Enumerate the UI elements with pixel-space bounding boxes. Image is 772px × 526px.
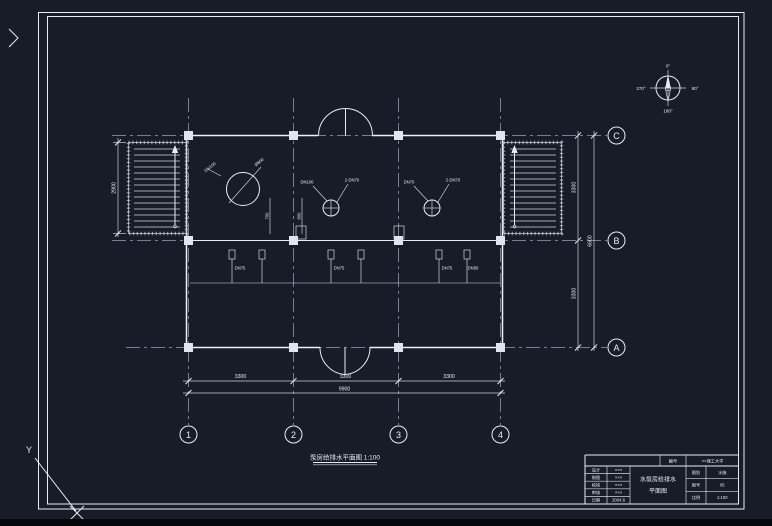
- titleblock-value: 05: [720, 483, 725, 488]
- annotation-text: DN150: [203, 161, 217, 173]
- axis-label: 2: [291, 430, 296, 440]
- stair-treads: [510, 148, 556, 228]
- axis-bubble-A: [607, 338, 626, 357]
- north-compass: 0° 90° 270° 180°: [636, 64, 698, 114]
- axis-bubble-3: [389, 425, 408, 444]
- annotation-text: DN75: [442, 266, 453, 271]
- dim-text: 3300: [443, 374, 455, 380]
- dim-text: 3300: [340, 374, 352, 380]
- titleblock-value: ×××: [615, 490, 623, 495]
- ucs-icon: Y: [26, 445, 85, 521]
- titleblock-label: 日期: [592, 498, 600, 504]
- dim-text: 9900: [339, 387, 351, 393]
- pipe-chase: [295, 225, 307, 240]
- titleblock-value: ×××: [615, 467, 623, 472]
- annotation-text: DN75: [235, 266, 246, 271]
- structural-columns: [184, 131, 505, 352]
- annotation-text: DN70: [404, 180, 415, 185]
- axis-label: 3: [396, 430, 401, 440]
- door-bottom: [319, 347, 371, 375]
- dim-text: 3300: [235, 374, 247, 380]
- drawing-title-text: 泵房给排水平面图 1:100: [310, 453, 380, 462]
- dimension-bottom: 3300 3300 3300 9900: [183, 374, 505, 397]
- taskbar[interactable]: [0, 519, 772, 526]
- axis-bubble-B: [607, 231, 626, 250]
- annotation-text: 700: [265, 212, 270, 220]
- compass-label: 180°: [663, 109, 673, 114]
- titleblock-cell: 编号: [669, 457, 677, 464]
- titleblock-cell: ××理工大学: [702, 457, 724, 464]
- axis-bubble-C: [607, 126, 626, 145]
- titleblock-label: 图别: [692, 469, 700, 476]
- annotation-text: DN75: [334, 266, 345, 271]
- compass-label: 0°: [666, 64, 671, 69]
- building-walls: [185, 134, 504, 349]
- dim-text: 3300: [572, 182, 578, 194]
- arrow-head: [511, 145, 518, 153]
- axis-label: 1: [186, 430, 191, 440]
- annotation-text: 2-DN70: [345, 178, 360, 183]
- compass-label: 270°: [636, 86, 646, 91]
- north-needle: [665, 74, 671, 88]
- titleblock-label: 校核: [592, 482, 601, 489]
- titleblock-drawing-name: 水泵房给排水: [640, 476, 676, 484]
- title-block: 编号 ××理工大学 设计 ××× 制图 ××× 校核 ××× 审核 ××× 日期…: [584, 454, 739, 504]
- stair-treads: [134, 148, 180, 228]
- annotation-text: 2-DN70: [446, 178, 461, 183]
- stair-right: [501, 140, 564, 236]
- dim-text: 3300: [572, 288, 578, 300]
- axis-bubble-1: [179, 425, 198, 444]
- annotation-text: 800: [297, 212, 302, 220]
- dim-text: 2900: [112, 182, 118, 194]
- pump-room-equipment: [207, 166, 450, 240]
- titleblock-label: 审核: [592, 489, 601, 496]
- titleblock-value: 1:100: [717, 495, 728, 500]
- dimension-right: 3300 3300 6600: [572, 131, 598, 351]
- leader-lines: [207, 168, 450, 203]
- floor-fixtures: [190, 249, 500, 284]
- axis-bubble-4: [491, 425, 510, 444]
- stair-left: [126, 140, 189, 236]
- ucs-y-label: Y: [26, 445, 32, 455]
- titleblock-value: ×××: [615, 475, 623, 480]
- door-top: [318, 108, 373, 136]
- axis-label: A: [613, 343, 619, 353]
- arrow-head: [171, 145, 179, 153]
- axis-bubbles: 1 2 3 4 C B A: [179, 126, 626, 444]
- drawing-title: 泵房给排水平面图 1:100: [310, 453, 380, 466]
- pipe-chase: [393, 225, 405, 240]
- edge-marker: [8, 28, 19, 48]
- annotation-text: DN100: [300, 180, 314, 185]
- axis-label: C: [613, 131, 620, 141]
- compass-label: 90°: [692, 86, 699, 91]
- dimension-left-stair: 2900: [112, 138, 126, 237]
- annotation-text: Ø800: [253, 156, 265, 167]
- sump-circle: [226, 172, 260, 206]
- titleblock-label: 设计: [592, 466, 600, 473]
- titleblock-value: 水施: [718, 469, 727, 476]
- sheet-frame: [38, 12, 745, 510]
- titleblock-drawing-name: 平面图: [649, 488, 667, 495]
- titleblock-label: 比例: [692, 494, 700, 501]
- titleblock-value: ×××: [615, 483, 623, 488]
- titleblock-label: 图号: [692, 483, 700, 489]
- titleblock-value: 2004.6: [612, 498, 625, 503]
- titleblock-label: 制图: [592, 474, 600, 481]
- axis-label: 4: [498, 430, 503, 440]
- annotation-text: DN50: [468, 266, 479, 271]
- dim-text: 6600: [588, 235, 594, 247]
- axis-bubble-2: [284, 425, 303, 444]
- axis-label: B: [613, 236, 619, 246]
